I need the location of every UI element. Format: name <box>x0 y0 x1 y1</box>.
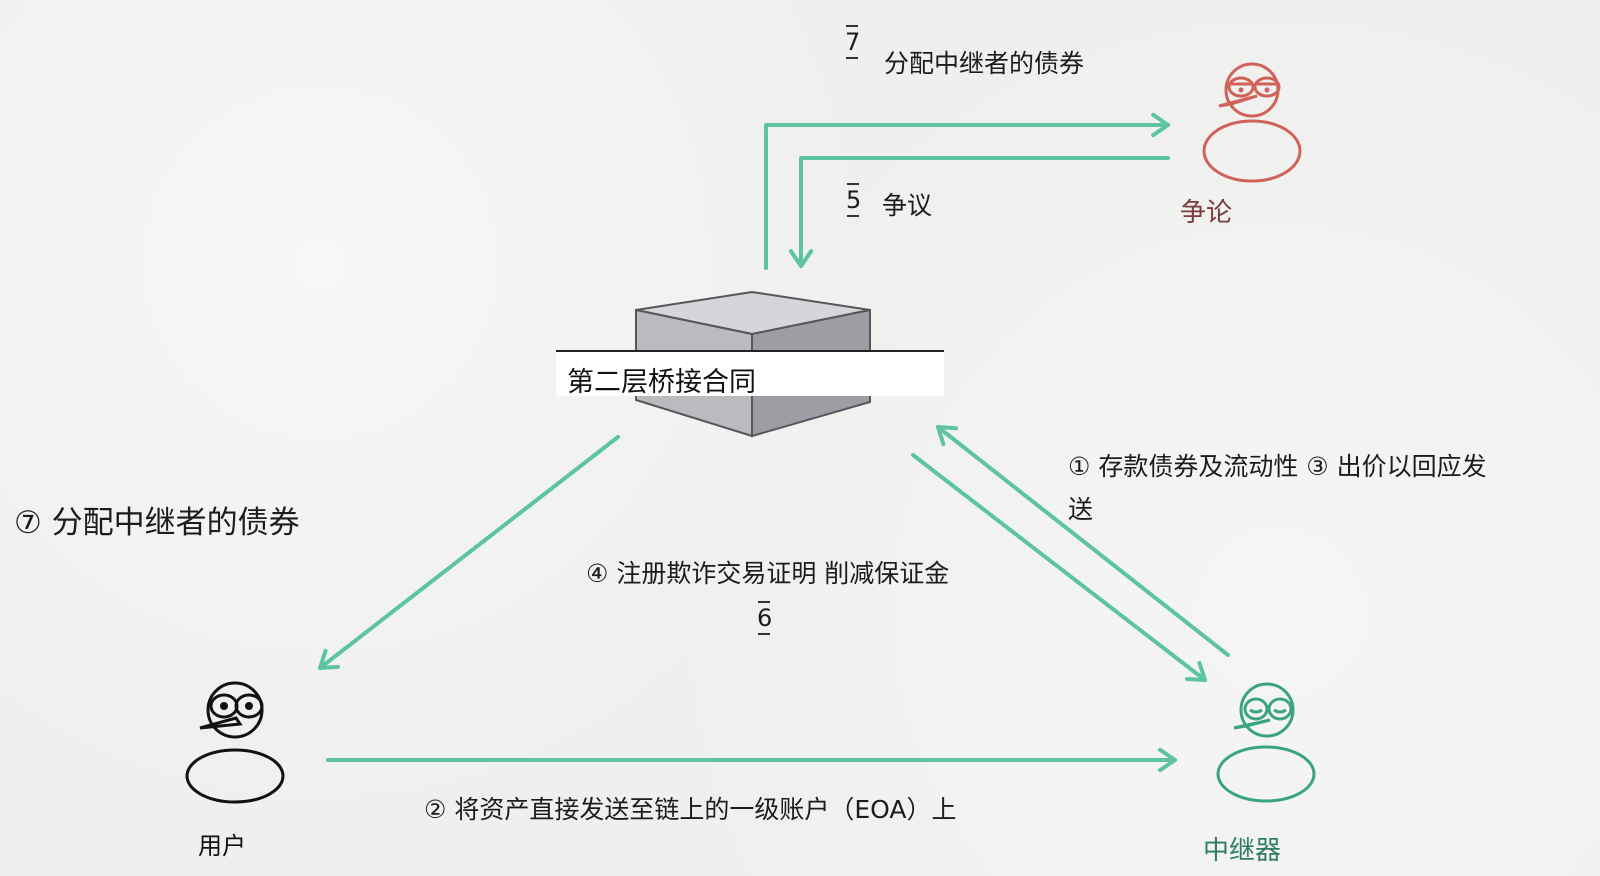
step-label-right-line1: ① 存款债券及流动性 ③ 出价以回应发 <box>1068 452 1487 481</box>
step-label-middle: ④ 注册欺诈交易证明 削减保证金 <box>586 559 950 588</box>
relayer-label: 中继器 <box>1203 836 1282 866</box>
arrow-contract-to-user <box>318 435 620 670</box>
step-label-bottom: ② 将资产直接发送至链上的一级账户（EOA）上 <box>424 795 957 824</box>
step-label-right-line2: 送 <box>1068 495 1094 524</box>
user-label: 用户 <box>198 832 246 860</box>
arrow-contract-to-disputer <box>764 112 1170 270</box>
disputer-avatar-icon <box>1202 62 1302 183</box>
relayer-avatar-icon <box>1216 682 1316 803</box>
arrow-user-to-relayer-head <box>1158 747 1177 773</box>
step-number-top: 7 <box>845 25 861 59</box>
contract-label: 第二层桥接合同 <box>567 367 756 398</box>
disputer-label: 争论 <box>1180 198 1233 228</box>
arrow-contract-to-user-head <box>318 648 340 670</box>
step-label-left: ⑦ 分配中继者的债券 <box>14 505 300 541</box>
user-avatar-icon <box>185 681 285 804</box>
arrow-relayer-to-contract-head <box>936 425 958 447</box>
arrow-relayer-to-contract <box>936 425 1230 657</box>
step-label-top: 分配中继者的债券 <box>884 49 1085 78</box>
step-number-dispute: 5 <box>846 183 862 217</box>
arrow-user-to-relayer <box>326 747 1177 773</box>
step-number-middle: 6 <box>757 601 773 635</box>
step-label-dispute: 争议 <box>882 191 933 220</box>
contract-label-banner: 第二层桥接合同 <box>556 350 944 398</box>
arrow-contract-to-disputer-head <box>1151 112 1170 138</box>
arrow-disputer-to-contract-head <box>788 249 814 268</box>
arrow-contract-to-relayer-head <box>1185 660 1207 682</box>
arrow-disputer-to-contract <box>788 156 1170 268</box>
arrow-contract-to-relayer <box>911 453 1207 682</box>
